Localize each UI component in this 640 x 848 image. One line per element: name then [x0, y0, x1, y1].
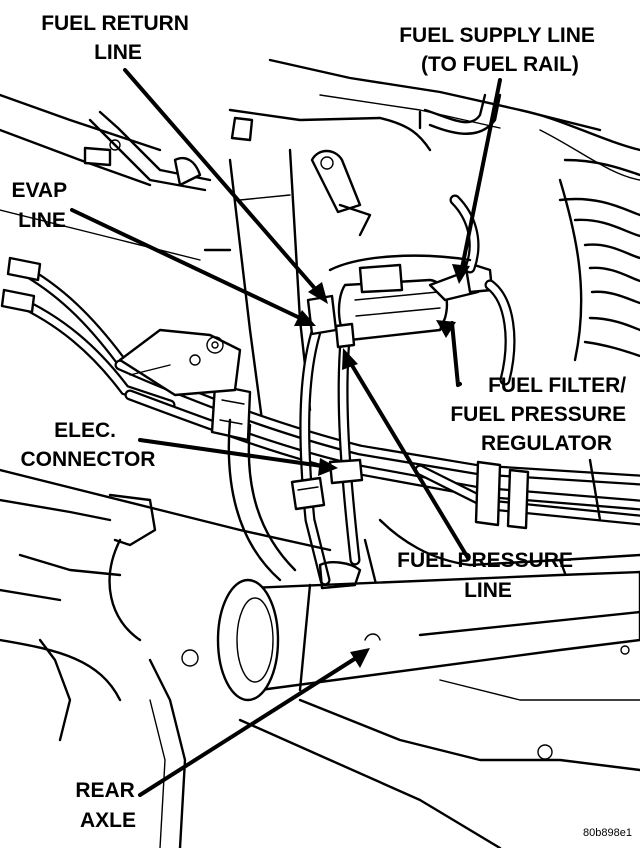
- label-elec-connector: ELEC. CONNECTOR: [21, 419, 156, 471]
- leader-fuel-supply: [452, 78, 502, 284]
- leader-rear-axle: [138, 648, 370, 797]
- corrugated-hose: [558, 158, 640, 362]
- label-fuel-pressure-line: FUEL PRESSURE LINE: [397, 549, 579, 602]
- leader-fuel-return: [123, 68, 328, 304]
- label-fuel-supply-line: FUEL SUPPLY LINE (TO FUEL RAIL): [399, 24, 601, 76]
- label-fuel-return-line: FUEL RETURN LINE: [41, 12, 195, 64]
- left-fuel-lines: [0, 110, 254, 411]
- figure-code: 80b898e1: [583, 827, 632, 839]
- leader-lines: [70, 68, 502, 797]
- fuel-filter-body: [328, 194, 516, 386]
- leader-evap: [70, 208, 316, 326]
- leader-elec-connector: [138, 438, 338, 476]
- label-evap-line: EVAP LINE: [11, 179, 72, 232]
- lower-structure: [0, 458, 640, 848]
- leader-fuel-filter: [436, 320, 462, 387]
- upper-body-structure: [0, 58, 640, 422]
- line-art: [0, 58, 640, 848]
- main-tube-bundle: [114, 328, 640, 530]
- label-rear-axle: REAR AXLE: [75, 779, 140, 832]
- vertical-hoses: [227, 294, 364, 586]
- rear-axle-tube: [216, 561, 640, 702]
- leader-fuel-pressure: [342, 348, 470, 560]
- label-fuel-filter-regulator: FUEL FILTER/ FUEL PRESSURE REGULATOR: [450, 374, 632, 455]
- callout-labels: FUEL RETURN LINE FUEL SUPPLY LINE (TO FU…: [11, 12, 632, 839]
